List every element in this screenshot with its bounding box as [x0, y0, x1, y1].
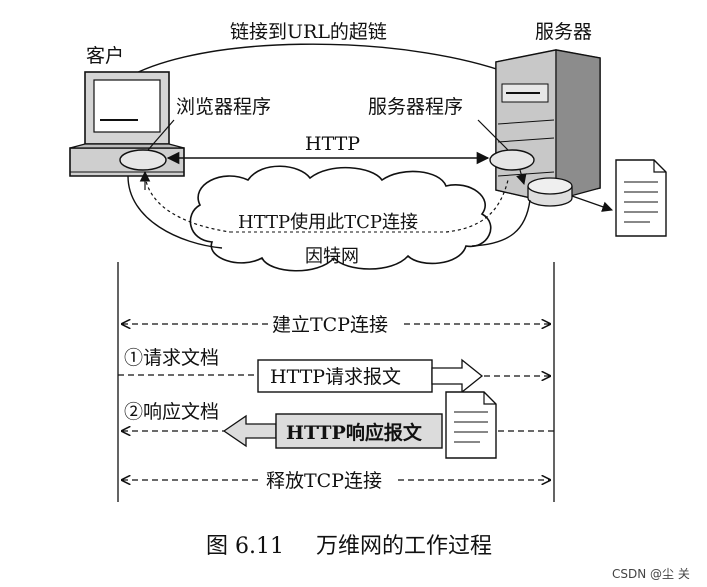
- http-response-box: [275, 413, 443, 449]
- disk-icon: [527, 177, 573, 207]
- http-request-box: [257, 359, 433, 393]
- response-document-icon: [445, 391, 497, 459]
- hyperlink-label: 链接到URL的超链: [230, 21, 387, 43]
- server-pointer-line: [477, 119, 509, 151]
- figure-title: 万维网的工作过程: [316, 534, 492, 559]
- client-tcp-dotted: [144, 175, 231, 233]
- browser-pointer-line: [147, 119, 175, 151]
- http-request-label: HTTP请求报文: [270, 366, 401, 388]
- establish-tcp-label: 建立TCP连接: [272, 314, 388, 336]
- client-label: 客户: [86, 45, 124, 67]
- figure-number: 图 6.11: [206, 534, 284, 559]
- hyperlink-arc: [107, 43, 532, 93]
- request-big-arrow: [431, 358, 484, 394]
- internet-label: 因特网: [305, 246, 359, 267]
- http-label: HTTP: [305, 133, 360, 155]
- watermark: CSDN @尘 关: [612, 567, 690, 581]
- release-tcp-label: 释放TCP连接: [266, 470, 382, 492]
- step1-label: ①请求文档: [124, 347, 219, 369]
- server-program-label: 服务器程序: [368, 96, 463, 118]
- program-to-disk-arrow: [516, 169, 527, 186]
- response-big-arrow: [222, 414, 277, 448]
- browser-program-icon: [119, 149, 167, 171]
- document-icon: [615, 159, 667, 237]
- server-to-internet-line: [471, 199, 531, 247]
- client-to-internet-line: [127, 175, 223, 249]
- step2-label: ②响应文档: [124, 401, 219, 423]
- browser-program-label: 浏览器程序: [176, 96, 271, 118]
- server-program-icon: [489, 149, 535, 171]
- http-response-label: HTTP响应报文: [286, 421, 423, 444]
- server-label: 服务器: [535, 21, 592, 43]
- internet-cloud: [189, 165, 492, 272]
- http-uses-tcp-label: HTTP使用此TCP连接: [238, 212, 418, 233]
- server-tcp-dotted: [445, 179, 509, 233]
- disk-to-document-arrow: [571, 195, 614, 212]
